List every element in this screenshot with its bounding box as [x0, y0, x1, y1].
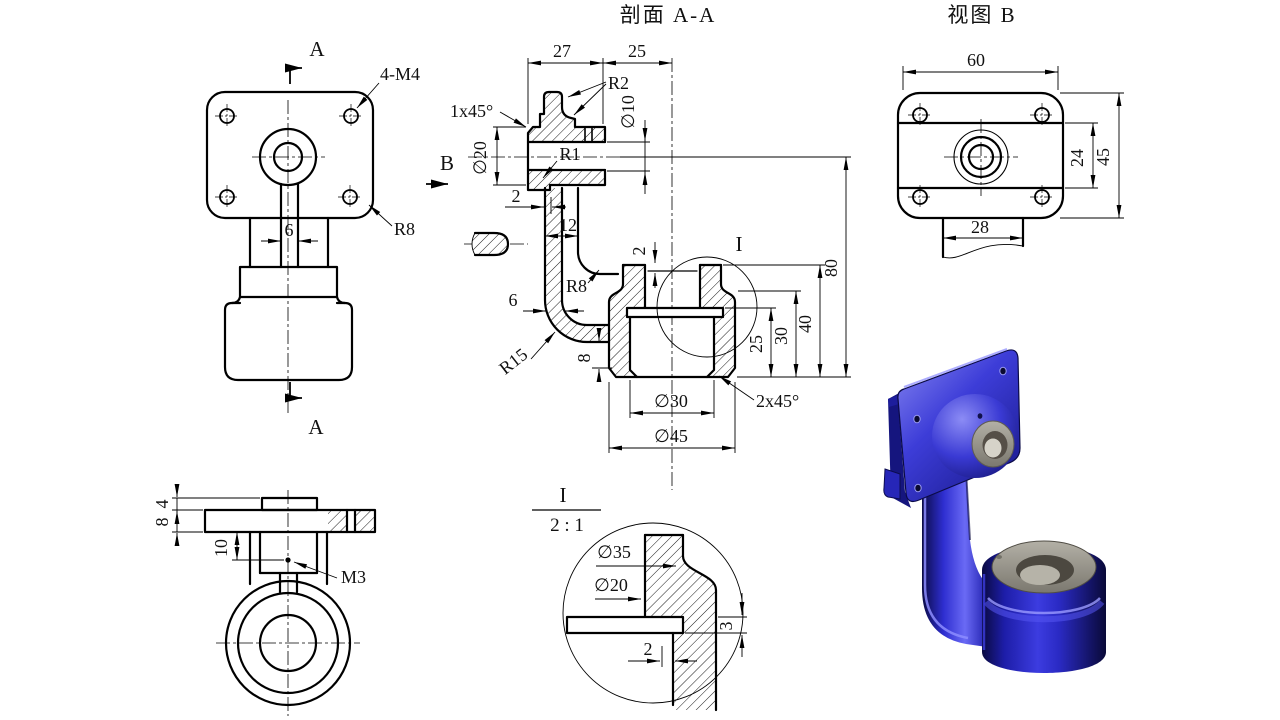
dim-label: ∅35: [597, 542, 631, 562]
hole-centerlines: [908, 103, 1054, 209]
dim-label: ∅30: [654, 391, 688, 411]
front-view: 6 A A 4-M4 R8: [205, 37, 420, 439]
dim-label: R8: [566, 276, 587, 296]
dim-label: 2: [644, 639, 653, 659]
view-arrow-label: B: [440, 151, 454, 175]
dim-label: 27: [553, 41, 571, 61]
dim-label: M3: [341, 567, 366, 587]
dim-label: 1x45°: [450, 101, 493, 121]
dim-label: 8: [152, 518, 172, 527]
thread-hole-mark: [285, 557, 291, 563]
bracket: [248, 530, 329, 594]
boss-outline: [258, 127, 318, 187]
view-title: 视图 B: [947, 3, 1016, 27]
bore-outline: [272, 141, 304, 173]
hatch-areas: [328, 510, 375, 532]
plate-notch-3d: [883, 468, 901, 500]
dim-label: 25: [628, 41, 646, 61]
dim-label: 30: [771, 327, 791, 345]
section-outline: [473, 90, 737, 379]
detail-outline: [565, 533, 718, 712]
dim-label: 10: [211, 539, 231, 557]
plate-holes-3d: [913, 366, 1007, 493]
detail-mark-label: I: [736, 232, 743, 256]
dim-label: 45: [1093, 148, 1113, 166]
dim-label: 25: [746, 335, 766, 353]
dim-label: ∅20: [470, 141, 490, 175]
dim-label: R1: [559, 144, 580, 164]
dim-label: R2: [608, 73, 629, 93]
dim-label: 2: [629, 247, 649, 256]
bottom-view: M3 10 4 8: [152, 484, 377, 716]
dim-label: ∅10: [618, 95, 638, 129]
plate-step-3d: [888, 395, 899, 407]
break-line: [942, 244, 1024, 259]
dim-label: 4-M4: [380, 64, 420, 84]
dim-label: 4: [152, 500, 172, 509]
detail-view-i: I 2 : 1 ∅35 ∅20 3 2: [532, 483, 747, 712]
detail-mark-label: I: [560, 483, 567, 507]
render-3d: [883, 348, 1106, 673]
dim-label: R8: [394, 219, 415, 239]
view-title: 剖面 A-A: [620, 3, 717, 27]
hole-centerlines: [215, 104, 363, 209]
dim-label: 12: [559, 215, 577, 235]
detail-circle: [656, 256, 758, 358]
hatch-areas: [645, 535, 716, 710]
section-arrow-label: A: [309, 37, 325, 61]
stem: [223, 182, 354, 382]
dim-label: 2x45°: [756, 391, 799, 411]
dim-label: ∅20: [594, 575, 628, 595]
dim-label: 2: [512, 186, 521, 206]
dim-label: ∅45: [654, 426, 688, 446]
dim-label: 28: [971, 217, 989, 237]
dim-label: 6: [285, 220, 294, 240]
dim-label: 3: [716, 622, 736, 631]
dim-label: 8: [574, 354, 594, 363]
section-view-aa: 剖面 A-A I B 27 25 R2: [426, 3, 851, 490]
dim-label: 6: [509, 290, 518, 310]
view-b: 视图 B 28 60 24 45: [896, 3, 1124, 259]
dim-label: 60: [967, 50, 985, 70]
dim-label: 80: [821, 259, 841, 277]
m3-hole-3d: [977, 413, 983, 419]
dim-label: 40: [795, 315, 815, 333]
detail-scale-label: 2 : 1: [550, 515, 584, 536]
section-arrow-label: A: [308, 415, 324, 439]
dim-label: 24: [1067, 149, 1087, 167]
